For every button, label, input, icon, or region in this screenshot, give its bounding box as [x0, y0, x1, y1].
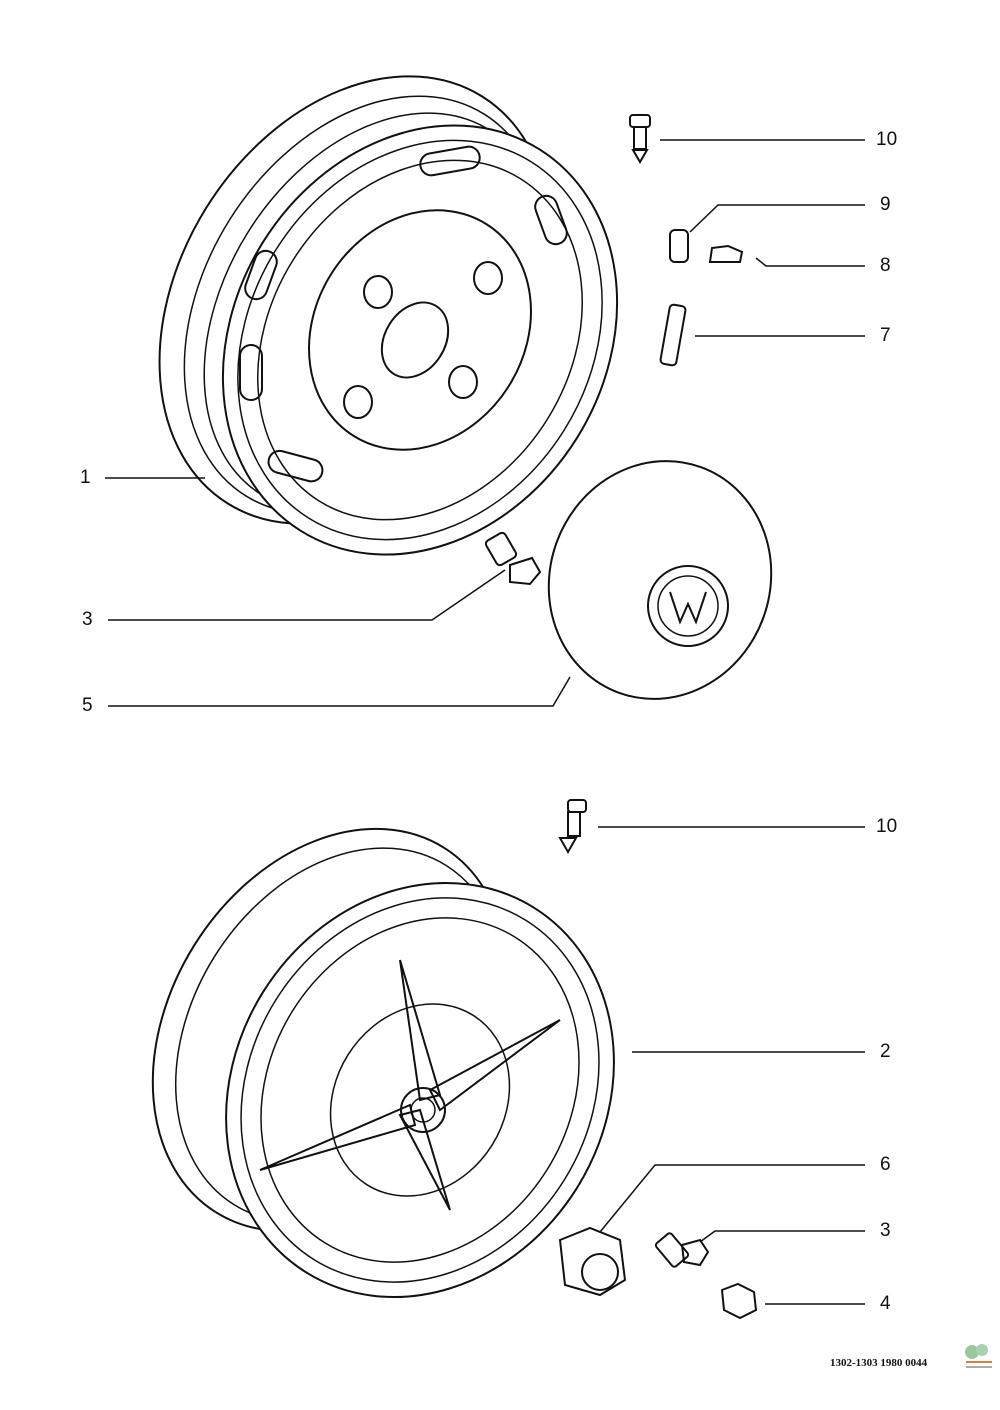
- valve-part-10-bottom: [558, 799, 587, 855]
- hub-cap-part-5: [547, 460, 773, 700]
- balance-clip-part-8: [708, 244, 744, 263]
- valve-part-10-top: [629, 114, 651, 164]
- callout-8: 8: [880, 255, 891, 276]
- callout-10-top: 10: [876, 129, 898, 150]
- publisher-logo: [965, 1344, 992, 1368]
- callout-5: 5: [82, 695, 93, 716]
- callout-2: 2: [880, 1041, 891, 1062]
- callout-3-bottom: 3: [880, 1220, 891, 1241]
- leader-lines: [105, 139, 865, 1305]
- callout-1: 1: [80, 467, 91, 488]
- callout-7: 7: [880, 325, 891, 346]
- callout-6: 6: [880, 1154, 891, 1175]
- wheel-bolt-part-3: [484, 531, 542, 586]
- valve-cap-part-9: [669, 229, 689, 263]
- callout-3-top: 3: [82, 609, 93, 630]
- bolt-part-3-bottom: [654, 1232, 710, 1268]
- sport-wheel-part-2: [151, 827, 615, 1299]
- vw-emblem-icon: [669, 591, 707, 625]
- balance-weight-part-7: [659, 303, 687, 367]
- footer-code: 1302-1303 1980 0044: [830, 1357, 928, 1369]
- steel-wheel-part-1: [158, 75, 619, 556]
- cap-nut-part-4: [720, 1282, 758, 1320]
- wheel-nut-part-6: [558, 1226, 627, 1297]
- callout-4: 4: [880, 1293, 891, 1314]
- callout-9: 9: [880, 194, 891, 215]
- callout-10-bottom: 10: [876, 816, 898, 837]
